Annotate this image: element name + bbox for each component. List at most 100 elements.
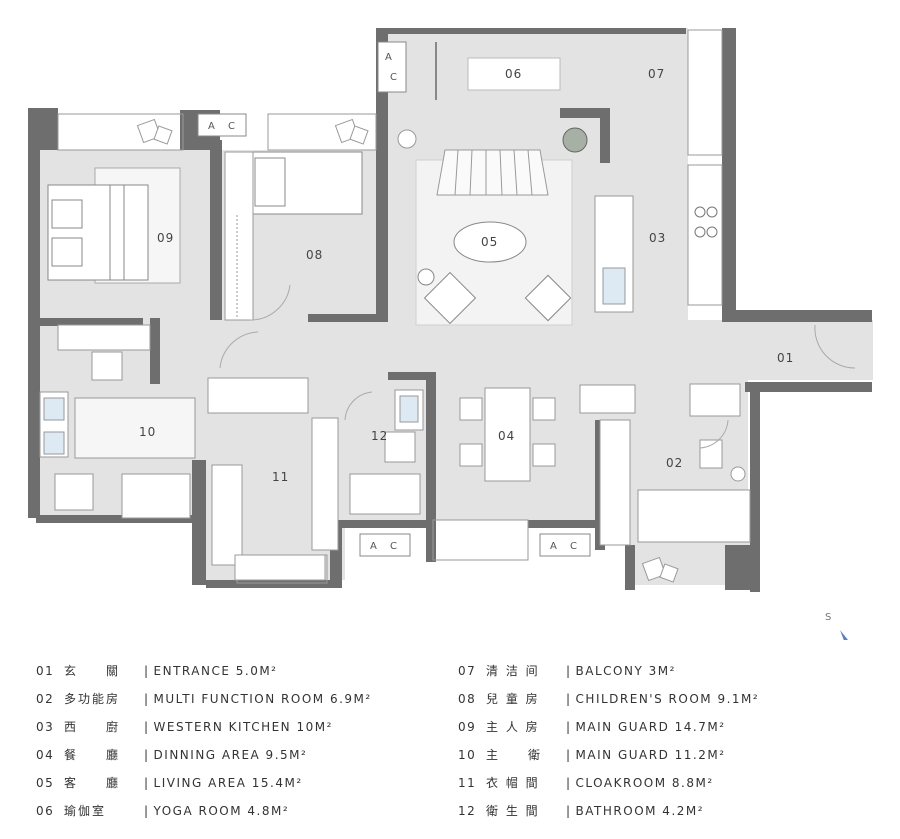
room-labels: 01 02 03 04 05 06 07 08 09 10 11 12 bbox=[139, 67, 794, 484]
svg-text:A: A bbox=[208, 121, 215, 132]
legend-chinese-name: 主 衛 bbox=[486, 748, 543, 762]
legend-item: 10 主 衛 |MAIN GUARD 11.2M² bbox=[458, 741, 759, 769]
master-bath bbox=[39, 324, 196, 519]
room-label-08: 08 bbox=[306, 248, 323, 262]
room-label-07: 07 bbox=[648, 67, 665, 81]
dining-set bbox=[459, 387, 556, 482]
room-label-01: 01 bbox=[777, 351, 794, 365]
lamp-icon bbox=[730, 466, 746, 482]
room-label-09: 09 bbox=[157, 231, 174, 245]
legend-item: 09 主 人 房 |MAIN GUARD 14.7M² bbox=[458, 713, 759, 741]
legend-chinese-name: 餐 廳 bbox=[64, 748, 121, 762]
room-label-04: 04 bbox=[498, 429, 515, 443]
kitchen-counter bbox=[687, 164, 723, 306]
balcony-chairs bbox=[136, 118, 679, 583]
legend-english-name: CHILDREN'S ROOM 9.1M² bbox=[575, 692, 760, 706]
master-bed bbox=[47, 167, 181, 284]
legend-chinese-name: 主 人 房 bbox=[486, 720, 540, 734]
yoga-mat bbox=[467, 57, 561, 91]
children-bed bbox=[251, 151, 363, 215]
legend-number: 03 bbox=[36, 720, 55, 734]
svg-text:A: A bbox=[385, 52, 392, 63]
legend-chinese-name: 兒 童 房 bbox=[486, 692, 540, 706]
compass-needle-icon bbox=[840, 630, 848, 640]
legend-english-name: WESTERN KITCHEN 10M² bbox=[153, 720, 333, 734]
legend-chinese-name: 西 廚 bbox=[64, 720, 121, 734]
legend-english-name: DINNING AREA 9.5M² bbox=[153, 748, 308, 762]
legend-english-name: MAIN GUARD 14.7M² bbox=[575, 720, 726, 734]
svg-text:A: A bbox=[550, 541, 557, 552]
legend-chinese-name: 客 廳 bbox=[64, 776, 121, 790]
room-label-11: 11 bbox=[272, 470, 289, 484]
legend-item: 02 多功能房 |MULTI FUNCTION ROOM 6.9M² bbox=[36, 685, 372, 713]
plant-icon bbox=[562, 127, 588, 153]
legend-number: 07 bbox=[458, 664, 477, 678]
svg-text:C: C bbox=[228, 121, 235, 132]
room-label-05: 05 bbox=[481, 235, 498, 249]
legend-item: 03 西 廚 |WESTERN KITCHEN 10M² bbox=[36, 713, 372, 741]
legend-number: 11 bbox=[458, 776, 477, 790]
legend-chinese-name: 衣 帽 間 bbox=[486, 776, 540, 790]
legend-chinese-name: 瑜伽室 bbox=[64, 804, 107, 818]
stove-icon bbox=[694, 206, 706, 218]
side-table bbox=[417, 268, 435, 286]
room-label-03: 03 bbox=[649, 231, 666, 245]
legend-item: 06 瑜伽室 |YOGA ROOM 4.8M² bbox=[36, 797, 372, 825]
legend-item: 12 衛 生 間 |BATHROOM 4.2M² bbox=[458, 797, 759, 825]
legend-separator: | bbox=[566, 692, 572, 706]
legend-separator: | bbox=[566, 720, 572, 734]
svg-text:C: C bbox=[390, 541, 397, 552]
lamp-icon bbox=[397, 129, 417, 149]
legend-english-name: MAIN GUARD 11.2M² bbox=[575, 748, 726, 762]
legend-number: 10 bbox=[458, 748, 477, 762]
svg-text:C: C bbox=[570, 541, 577, 552]
legend-number: 04 bbox=[36, 748, 55, 762]
legend-item: 07 清 洁 间 |BALCONY 3M² bbox=[458, 657, 759, 685]
legend-english-name: YOGA ROOM 4.8M² bbox=[153, 804, 290, 818]
wardrobe bbox=[224, 151, 254, 321]
legend-chinese-name: 玄 關 bbox=[64, 664, 121, 678]
armchair bbox=[524, 274, 572, 322]
legend-separator: | bbox=[566, 748, 572, 762]
bathroom-12 bbox=[349, 389, 424, 515]
legend-number: 09 bbox=[458, 720, 477, 734]
legend-separator: | bbox=[144, 720, 150, 734]
legend-separator: | bbox=[566, 776, 572, 790]
legend-chinese-name: 清 洁 间 bbox=[486, 664, 540, 678]
legend-english-name: CLOAKROOM 8.8M² bbox=[575, 776, 714, 790]
legend-separator: | bbox=[144, 692, 150, 706]
legend-english-name: MULTI FUNCTION ROOM 6.9M² bbox=[153, 692, 372, 706]
multi-room-furniture bbox=[579, 383, 751, 546]
legend-chinese-name: 衛 生 間 bbox=[486, 804, 540, 818]
legend-number: 06 bbox=[36, 804, 55, 818]
room-label-10: 10 bbox=[139, 425, 156, 439]
legend-english-name: ENTRANCE 5.0M² bbox=[153, 664, 278, 678]
legend-number: 02 bbox=[36, 692, 55, 706]
doors bbox=[219, 284, 856, 449]
legend-english-name: BATHROOM 4.2M² bbox=[575, 804, 705, 818]
legend-separator: | bbox=[566, 804, 572, 818]
walls bbox=[28, 28, 872, 592]
room-label-02: 02 bbox=[666, 456, 683, 470]
room-label-12: 12 bbox=[371, 429, 388, 443]
legend-english-name: LIVING AREA 15.4M² bbox=[153, 776, 303, 790]
compass: S N bbox=[825, 612, 848, 640]
ac-units: A C A C A C A C bbox=[197, 41, 591, 557]
legend-separator: | bbox=[144, 804, 150, 818]
svg-text:A: A bbox=[370, 541, 377, 552]
legend-english-name: BALCONY 3M² bbox=[575, 664, 676, 678]
legend-number: 05 bbox=[36, 776, 55, 790]
floor-plan: A C A C A C A C 01 02 03 04 05 06 07 08 … bbox=[28, 28, 873, 640]
cloakroom-shelves bbox=[207, 377, 339, 581]
legend-chinese-name: 多功能房 bbox=[64, 692, 121, 706]
room-label-06: 06 bbox=[505, 67, 522, 81]
legend-number: 01 bbox=[36, 664, 55, 678]
legend-separator: | bbox=[144, 748, 150, 762]
compass-south-label: S bbox=[825, 612, 831, 623]
legend-separator: | bbox=[566, 664, 572, 678]
legend-number: 12 bbox=[458, 804, 477, 818]
sofa bbox=[436, 149, 549, 196]
